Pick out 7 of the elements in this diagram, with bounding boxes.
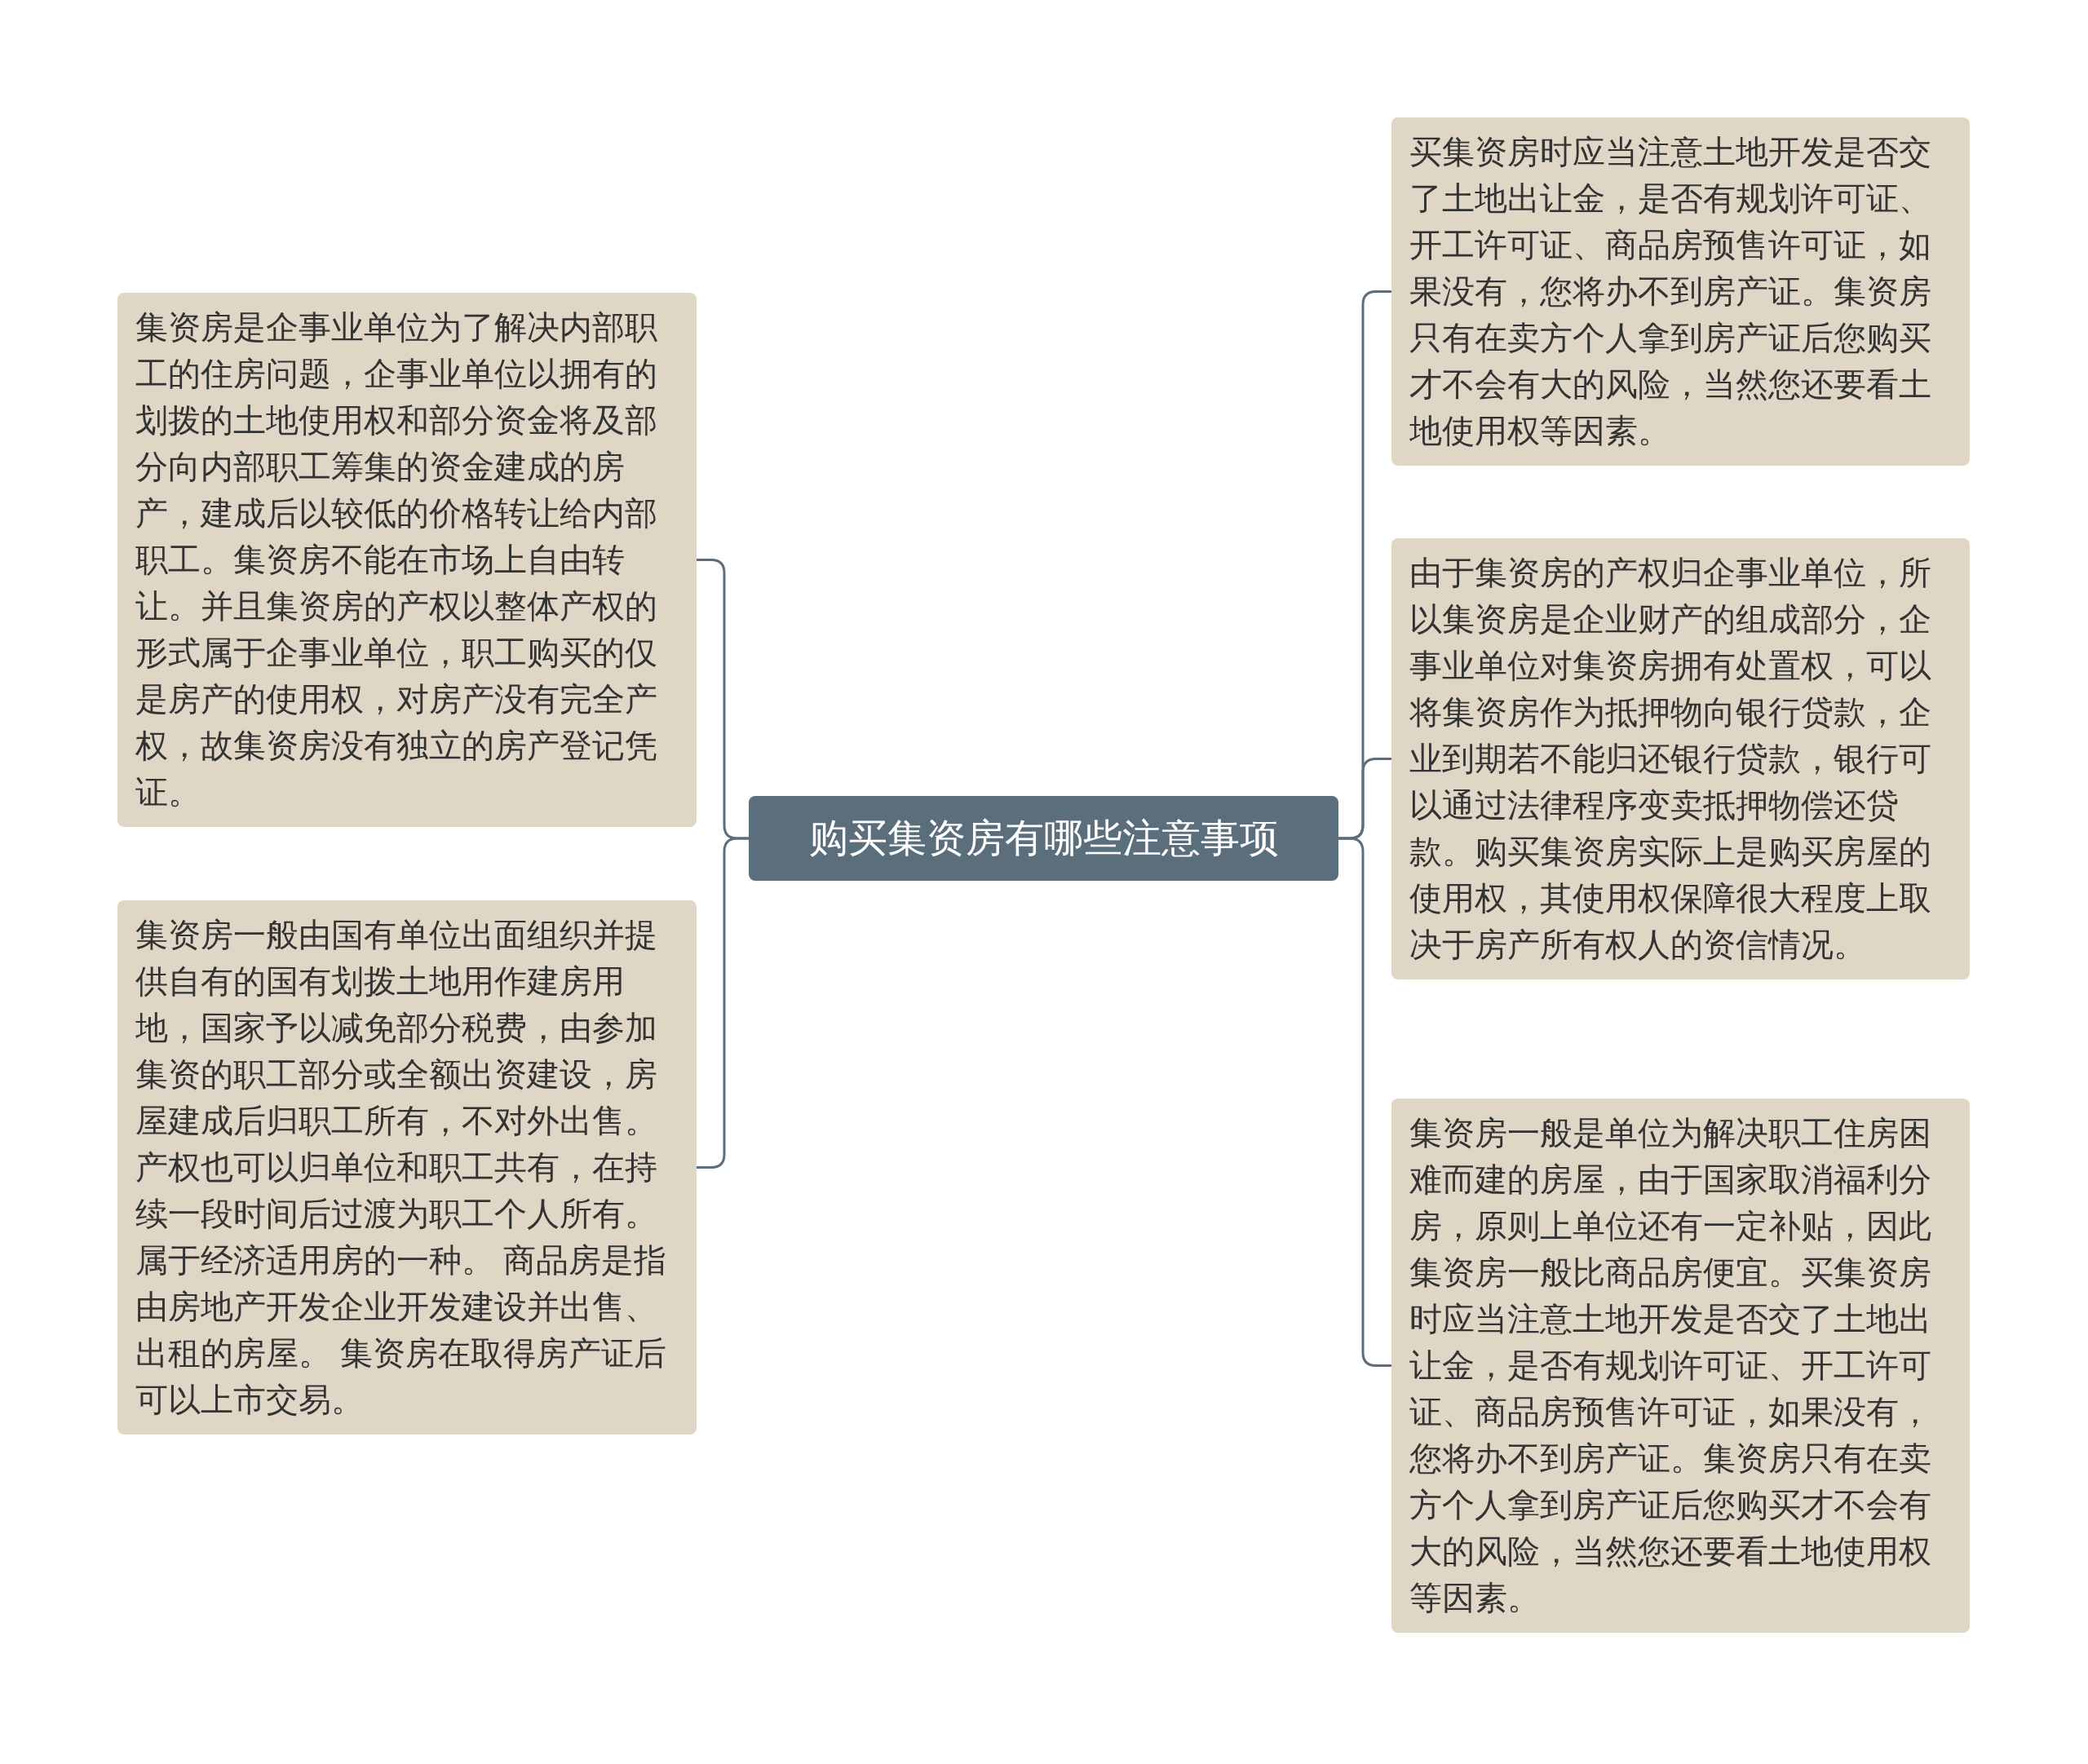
note-card: 集资房一般由国有单位出面组织并提供自有的国有划拨土地用作建房用地，国家予以减免部分税费，由参加集资的职工部分或全额出资建设，房屋建成后归职工所有，不对外出售。产权也可以归单位和职工共有，在持续一段时间后过渡为职工个人所有。属于经济适用房的一种。 商品房是指由房地产开发企业开发建设并出售、出租的房屋。 集资房在取得房产证后可以上市交易。 (117, 900, 697, 1435)
topic-box: 购买集资房有哪些注意事项 (749, 796, 1338, 881)
note-card: 集资房是企事业单位为了解决内部职工的住房问题，企事业单位以拥有的划拨的土地使用权和部分资金将及部分向内部职工筹集的资金建成的房产，建成后以较低的价格转让给内部职工。集资房不能在市场上自由转让。并且集资房的产权以整体产权的形式属于企事业单位，职工购买的仅是房产的使用权，对房产没有完全产权，故集资房没有独立的房产登记凭证。 (117, 293, 697, 827)
note-card: 集资房一般是单位为解决职工住房困难而建的房屋，由于国家取消福利分房，原则上单位还有一定补贴，因此集资房一般比商品房便宜。买集资房时应当注意土地开发是否交了土地出让金，是否有规划许可证、开工许可证、商品房预售许可证，如果没有，您将办不到房产证。集资房只有在卖方个人拿到房产证后您购买才不会有大的风险，当然您还要看土地使用权等因素。 (1391, 1099, 1970, 1633)
note-card: 买集资房时应当注意土地开发是否交了土地出让金，是否有规划许可证、开工许可证、商品房预售许可证，如果没有，您将办不到房产证。集资房只有在卖方个人拿到房产证后您购买才不会有大的风险，当然您还要看土地使用权等因素。 (1391, 117, 1970, 466)
connector-line (1338, 837, 1391, 1367)
note-card: 由于集资房的产权归企事业单位，所以集资房是企业财产的组成部分，企事业单位对集资房拥有处置权，可以将集资房作为抵押物向银行贷款，企业到期若不能归还银行贷款，银行可以通过法律程序变卖抵押物偿还贷款。购买集资房实际上是购买房屋的使用权，其使用权保障很大程度上取决于房产所有权人的资信情况。 (1391, 538, 1970, 979)
